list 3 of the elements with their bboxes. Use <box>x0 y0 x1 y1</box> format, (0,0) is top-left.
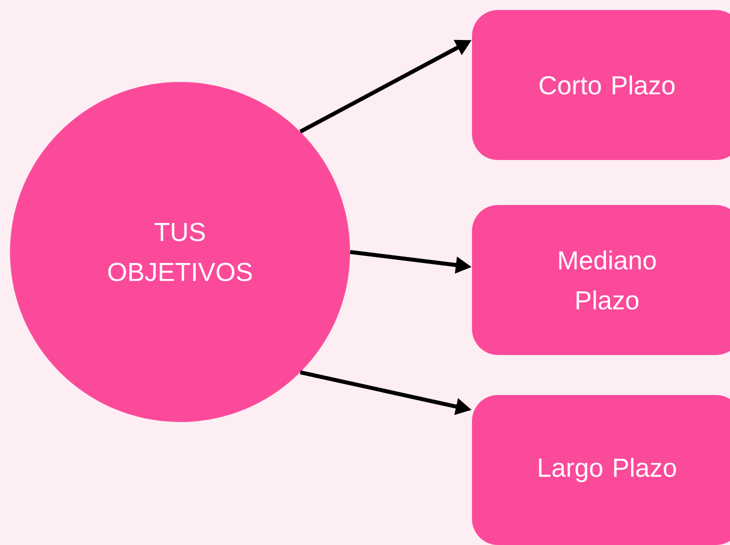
term-box: Largo Plazo <box>472 394 730 545</box>
term-box: Corto Plazo <box>472 10 730 160</box>
term-box: Mediano Plazo <box>472 205 730 355</box>
